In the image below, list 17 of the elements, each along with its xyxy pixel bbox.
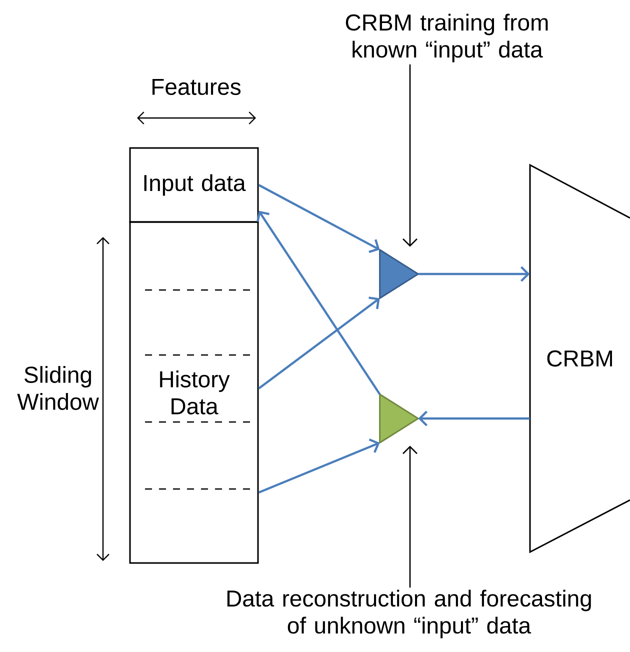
history-box: History Data — [129, 221, 259, 564]
annotation-text: CRBM training from known “input” data — [346, 14, 548, 62]
arrow — [258, 184, 380, 253]
arrow — [418, 266, 530, 282]
dimension-label: Features — [152, 78, 241, 96]
input-box: Input data — [129, 147, 259, 223]
triangle — [379, 394, 419, 444]
arrow — [258, 296, 380, 390]
triangle — [379, 249, 419, 299]
arrow — [418, 410, 530, 426]
arrow — [402, 64, 418, 247]
dimension-label: Sliding Window — [17, 366, 99, 410]
arrow — [402, 446, 418, 588]
annotation-text: Data reconstruction and forecasting of unknown “input” data — [227, 590, 591, 638]
arrow — [256, 210, 381, 395]
arrow — [258, 438, 380, 494]
trapezoid-block: CRBM — [529, 164, 630, 554]
